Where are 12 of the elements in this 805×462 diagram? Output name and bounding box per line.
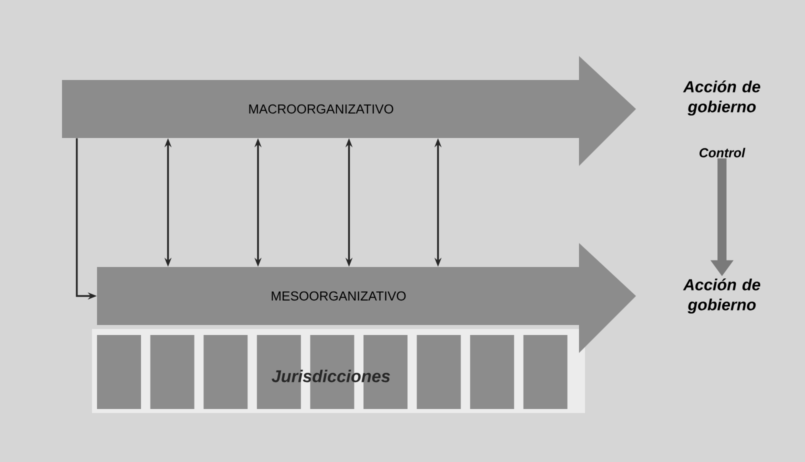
jurisdiction-block xyxy=(470,335,514,409)
jurisdiction-block xyxy=(416,335,461,409)
arrow-band: MESOORGANIZATIVO xyxy=(97,243,636,353)
action-text: Acción de gobierno xyxy=(683,80,760,116)
jurisdiction-block xyxy=(150,335,194,409)
action-text: Acción de gobierno xyxy=(683,278,760,314)
node-label: MESOORGANIZATIVO xyxy=(272,291,406,301)
arrow-band: MACROORGANIZATIVO xyxy=(62,56,636,166)
jurisdiction-block xyxy=(523,335,568,409)
edge-label: Control xyxy=(700,148,746,158)
jurisdiction-block xyxy=(204,335,248,409)
jurisdiction-block xyxy=(97,335,141,409)
